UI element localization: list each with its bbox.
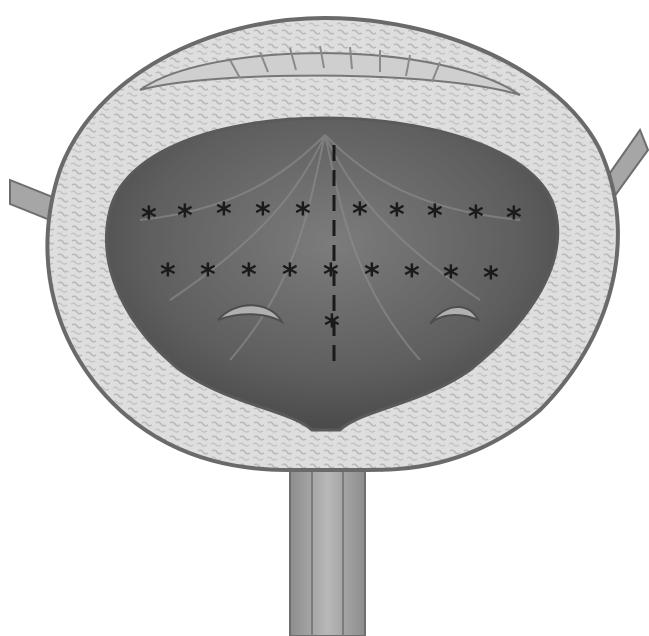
- injection-site-mark: *: [200, 258, 216, 293]
- injection-site-mark: *: [389, 198, 405, 233]
- injection-site-mark: *: [443, 260, 459, 295]
- injection-site-mark: *: [468, 200, 484, 235]
- injection-site-mark-center: *: [324, 309, 340, 344]
- injection-site-mark: *: [483, 261, 499, 296]
- injection-site-mark: *: [506, 201, 522, 236]
- injection-site-mark: *: [241, 258, 257, 293]
- injection-site-mark: *: [282, 258, 298, 293]
- injection-site-mark: *: [141, 201, 157, 236]
- injection-site-mark: *: [177, 199, 193, 234]
- injection-site-mark: *: [160, 258, 176, 293]
- injection-site-mark: *: [295, 197, 311, 232]
- injection-site-mark: *: [404, 259, 420, 294]
- injection-site-mark: *: [255, 197, 271, 232]
- injection-site-mark: *: [323, 258, 339, 293]
- injection-site-mark: *: [364, 258, 380, 293]
- injection-site-mark: *: [216, 197, 232, 232]
- injection-site-mark: *: [427, 199, 443, 234]
- injection-site-mark: *: [352, 197, 368, 232]
